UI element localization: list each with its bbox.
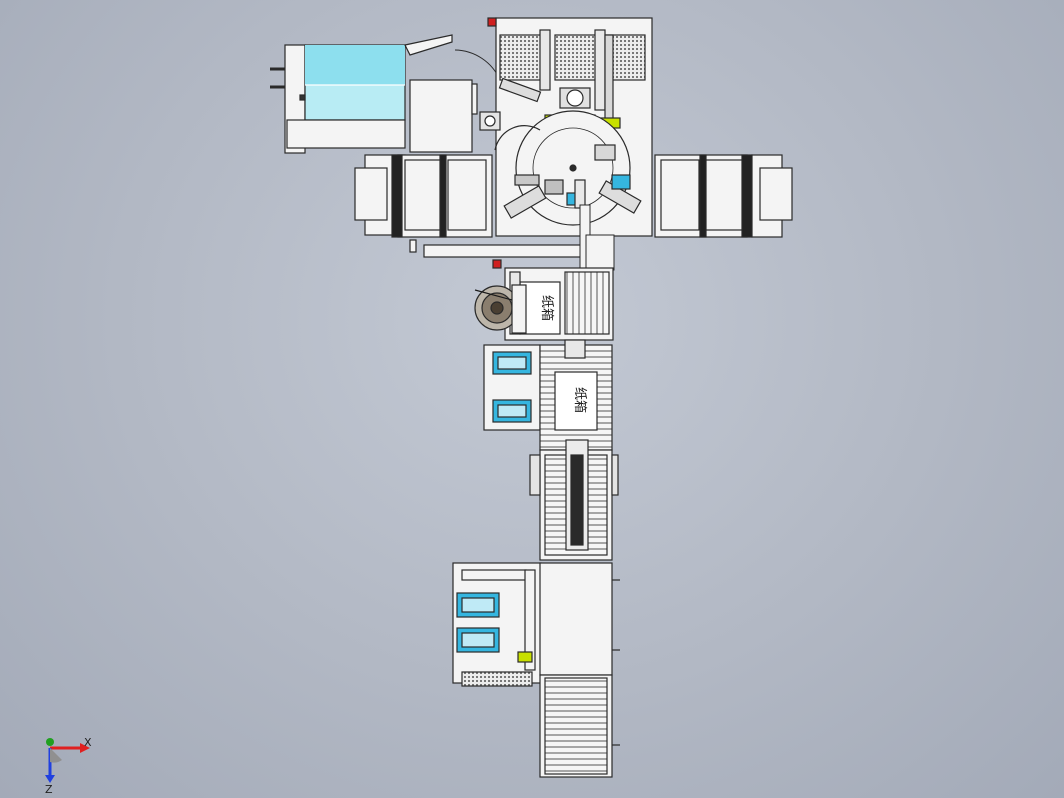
carton-buffer-left[interactable] <box>483 344 541 431</box>
carton-label-lower: 纸箱 <box>572 387 588 413</box>
origin-marker-icon <box>487 17 497 27</box>
transfer-column <box>579 204 615 276</box>
middle-roller-conveyor[interactable] <box>539 339 613 451</box>
output-workstation[interactable] <box>452 562 542 687</box>
right-packing-station[interactable] <box>654 154 793 238</box>
rotary-turntable[interactable] <box>494 110 642 226</box>
axis-z-label: Z <box>45 783 53 796</box>
left-packing-station[interactable] <box>354 154 585 258</box>
coordinate-triad-icon <box>45 738 90 783</box>
lower-roller-conveyor[interactable] <box>539 562 620 778</box>
sealing-station[interactable] <box>529 439 619 561</box>
cooling-cabinet[interactable] <box>270 34 501 154</box>
axis-x-label: X <box>84 736 92 749</box>
carton-label-upper: 纸箱 <box>539 295 555 321</box>
tape-reel[interactable] <box>474 284 527 334</box>
